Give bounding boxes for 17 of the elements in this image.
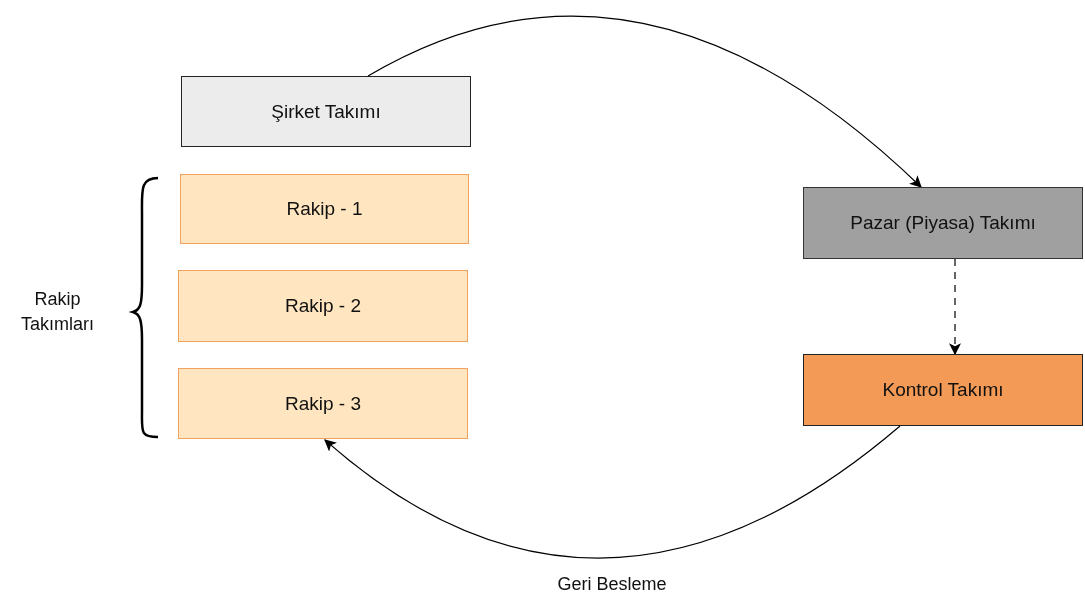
rival-box xyxy=(178,270,468,342)
market-box xyxy=(803,187,1083,259)
team-box xyxy=(181,76,471,147)
rival-box xyxy=(180,174,469,244)
node-label: Rakip - 3 xyxy=(285,392,361,415)
arrow xyxy=(324,425,901,559)
node-label: Şirket Takımı xyxy=(271,100,381,123)
node-label: Rakip - 2 xyxy=(285,295,361,317)
node-label: Pazar (Piyasa) Takımı xyxy=(850,212,1036,234)
node-label: Rakip - 1 xyxy=(286,198,363,220)
arrow xyxy=(949,258,961,356)
node-label: Kontrol Takımı xyxy=(882,379,1004,401)
rival-box xyxy=(178,368,468,439)
control-box xyxy=(803,354,1083,426)
arrow xyxy=(367,16,922,188)
edge-label: Geri Besleme xyxy=(556,574,668,595)
group-label: Rakip Takımları xyxy=(20,288,95,336)
